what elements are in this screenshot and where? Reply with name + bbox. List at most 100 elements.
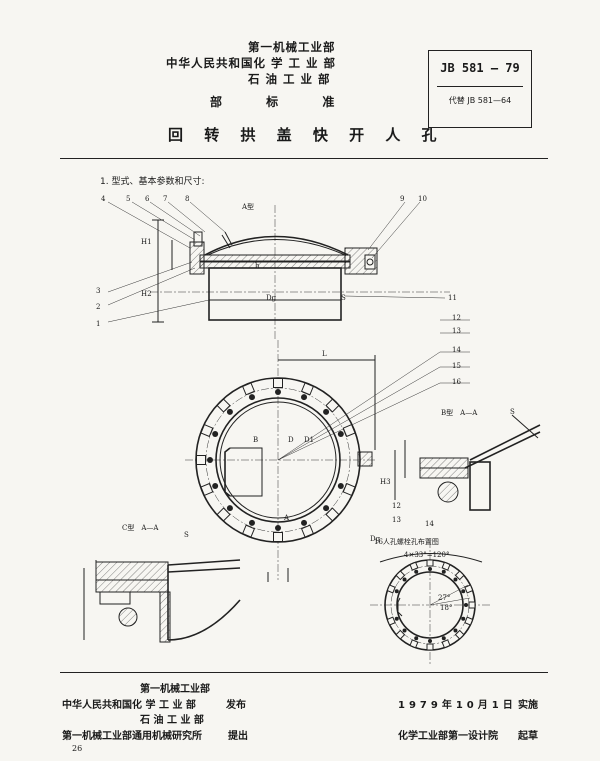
part-number-16: 16	[452, 378, 461, 386]
footer-proposed-label: 提出	[228, 731, 248, 742]
elevation-view	[107, 201, 470, 384]
footer-implement-label: 实施	[518, 700, 538, 711]
header-org-2: 中华人民共和国化 学 工 业 部	[166, 56, 337, 70]
dim-dg-small: Dg	[370, 535, 381, 543]
header-rule	[60, 158, 548, 159]
layout-bolt-head	[428, 639, 432, 643]
layout-bolt-slot	[454, 570, 465, 581]
part-number-12: 12	[452, 314, 461, 322]
layout-bolt-slot	[441, 639, 451, 649]
plan-bolt-slot	[216, 398, 231, 413]
layout-bolt-head	[461, 589, 466, 594]
part-number-13-detail: 13	[392, 516, 401, 524]
part-number-9: 9	[400, 195, 405, 203]
layout-bolt-head	[428, 567, 432, 571]
dim-b: B	[253, 436, 259, 444]
layout-bolt-slot	[386, 584, 396, 594]
layout-bolt-head	[414, 569, 419, 574]
part-number-1: 1	[96, 320, 101, 328]
part-number-3: 3	[96, 287, 101, 295]
bolt-note: 16人孔螺栓孔布置图	[374, 538, 439, 546]
header-org-3: 石 油 工 业 部	[248, 72, 331, 86]
layout-bolt-slot	[426, 643, 434, 651]
dim-d1: D1	[304, 436, 315, 444]
plan-bolt-slot	[200, 424, 214, 438]
plan-bolt-slot	[300, 524, 314, 538]
plan-bolt-slot	[342, 424, 356, 438]
dim-h2: H2	[141, 290, 152, 298]
standard-category: 部 标 准	[210, 95, 355, 109]
plan-bolt-slot	[273, 378, 283, 388]
part-number-8: 8	[185, 195, 190, 203]
part-number-4: 4	[101, 195, 106, 203]
plan-bolt-head	[212, 430, 219, 437]
dim-s-section-b: S	[510, 408, 515, 416]
document-title: 回 转 拱 盖 快 开 人 孔	[168, 126, 445, 144]
layout-bolt-head	[461, 616, 466, 621]
part-number-12-detail: 12	[392, 502, 401, 510]
footer-date: 1979年10月1日	[398, 700, 517, 711]
layout-bolt-head	[394, 589, 399, 594]
plan-bolt-slot	[300, 382, 314, 396]
plan-bolt-head	[337, 430, 344, 437]
layout-bolt-slot	[468, 601, 476, 609]
plan-bolt-slot	[196, 455, 206, 465]
angle-b: 18°	[440, 604, 453, 612]
part-number-15: 15	[452, 362, 461, 370]
part-number-11: 11	[448, 294, 457, 302]
page-number: 26	[72, 744, 83, 753]
layout-bolt-slot	[454, 629, 465, 640]
part-number-14-detail: 14	[425, 520, 434, 528]
footer-org-1: 第一机械工业部	[140, 684, 210, 695]
plan-bolt-head	[301, 519, 308, 526]
layout-bolt-slot	[464, 584, 474, 594]
layout-bolt-head	[402, 628, 407, 633]
layout-bolt-head	[441, 569, 446, 574]
footer-org-3: 石 油 工 业 部	[140, 715, 204, 726]
dim-h1: H1	[141, 238, 152, 246]
section-heading: 1. 型式、基本参数和尺寸:	[100, 177, 205, 187]
view-c-label: C型 A—A	[122, 524, 159, 532]
layout-bolt-head	[464, 603, 468, 607]
section-b-detail	[394, 414, 541, 511]
plan-bolt-head	[301, 394, 308, 401]
plan-bolt-slot	[325, 398, 340, 413]
footer-institute: 第一机械工业部通用机械研究所	[62, 731, 202, 742]
footer-drafted-label: 起草	[518, 731, 538, 742]
part-number-6: 6	[145, 195, 150, 203]
standard-number: JB 581 — 79	[440, 61, 520, 75]
plan-bolt-head	[226, 408, 233, 415]
part-number-5: 5	[126, 195, 131, 203]
dim-l: L	[322, 350, 327, 358]
plan-bolt-head	[207, 457, 213, 463]
angle-a: 27°	[438, 594, 451, 602]
plan-bolt-head	[248, 519, 255, 526]
layout-bolt-slot	[386, 616, 396, 626]
layout-bolt-slot	[395, 629, 406, 640]
layout-bolt-slot	[409, 639, 419, 649]
plan-bolt-head	[275, 389, 281, 395]
layout-bolt-slot	[426, 559, 434, 567]
section-c-detail	[83, 559, 241, 643]
dim-s-elevation: S	[341, 294, 346, 302]
angle-note: 4×33°=120°	[404, 551, 450, 559]
plan-bolt-slot	[242, 382, 256, 396]
plan-bolt-head	[248, 394, 255, 401]
dim-dg: Dg	[266, 294, 277, 302]
plan-bolt-head	[212, 483, 219, 490]
plan-bolt-slot	[273, 532, 283, 542]
layout-bolt-head	[453, 577, 458, 582]
plan-bolt-head	[323, 505, 330, 512]
plan-bolt-head	[226, 505, 233, 512]
plan-bolt-slot	[216, 507, 231, 522]
plan-bolt-slot	[325, 507, 340, 522]
footer-issue-label: 发布	[226, 700, 246, 711]
layout-bolt-slot	[395, 570, 406, 581]
part-number-13: 13	[452, 327, 461, 335]
part-number-2: 2	[96, 303, 101, 311]
layout-bolt-slot	[441, 561, 451, 571]
dim-a: A	[284, 514, 290, 522]
dim-h: h	[255, 262, 260, 270]
footer-org-2: 中华人民共和国化 学 工 业 部	[62, 700, 196, 711]
header-org-1: 第一机械工业部	[248, 40, 336, 54]
